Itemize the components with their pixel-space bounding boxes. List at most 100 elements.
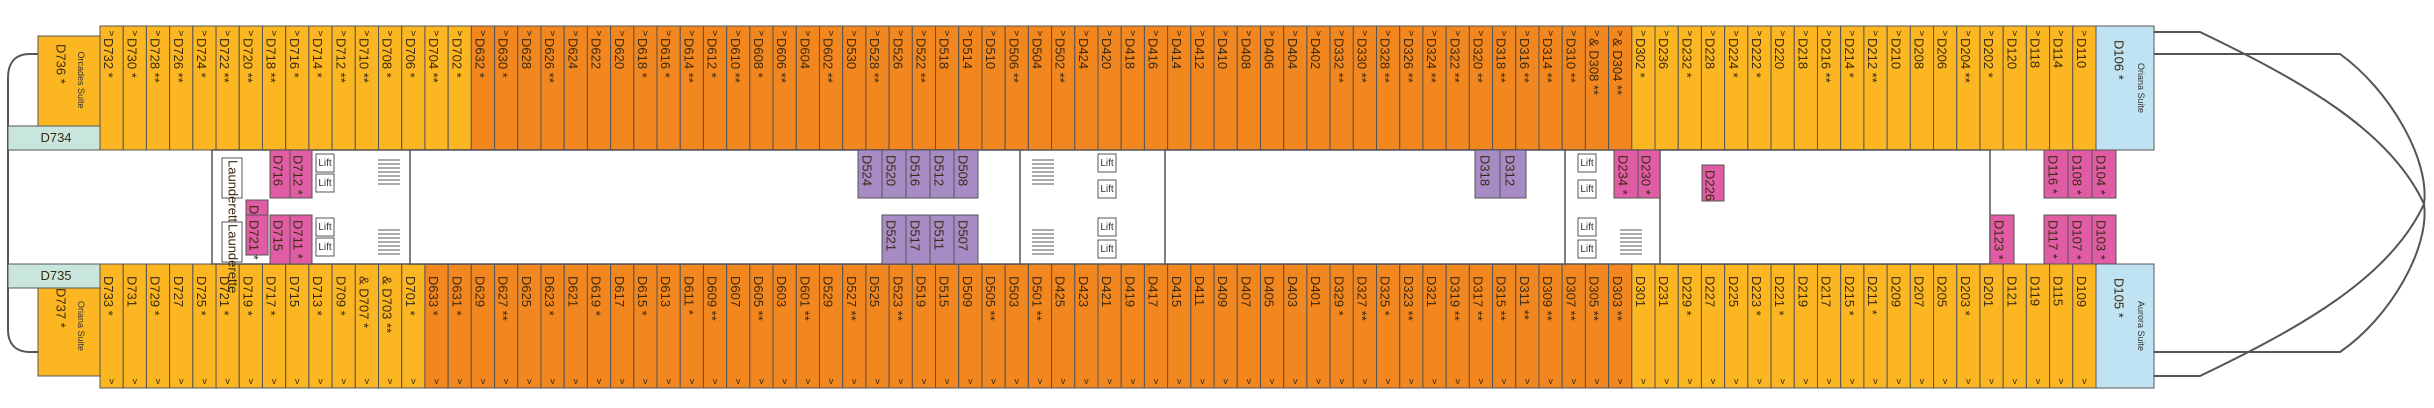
cabin-label: D733 * — [101, 276, 116, 316]
cabin-label: D207 — [1911, 276, 1926, 307]
view-mark: v — [1316, 376, 1321, 386]
view-mark: v — [1548, 28, 1553, 38]
cabin-D108[interactable] — [2067, 149, 2093, 199]
cabin-D734[interactable] — [7, 125, 101, 151]
view-mark: v — [1873, 376, 1878, 386]
view-mark: v — [736, 28, 741, 38]
cabin-label: D615 * — [635, 276, 650, 316]
view-mark: v — [1107, 376, 1112, 386]
view-mark: v — [1966, 28, 1971, 38]
cabin-label: D702 * — [449, 38, 464, 78]
suite-name: Oriana Suite — [76, 301, 86, 351]
cabin-D507[interactable] — [953, 214, 979, 265]
view-mark: v — [1688, 28, 1693, 38]
cabin-label: D518 — [937, 38, 952, 69]
cabin-D524[interactable] — [857, 149, 883, 199]
cabin-D721[interactable] — [245, 214, 269, 256]
cabin-D230[interactable] — [1637, 149, 1661, 199]
cabin-D318[interactable] — [1474, 149, 1502, 199]
cabin-D508[interactable] — [953, 149, 979, 199]
cabin-D521[interactable] — [881, 214, 907, 265]
view-mark: v — [1989, 376, 1994, 386]
cabin-label: D407 — [1238, 276, 1253, 307]
view-mark: v — [1804, 28, 1809, 38]
cabin-D312[interactable] — [1499, 149, 1527, 199]
cabin-D226[interactable] — [1701, 164, 1725, 202]
cabin-label: D224 * — [1726, 38, 1741, 78]
cabin-D711[interactable] — [289, 214, 313, 265]
cabin-D104[interactable] — [2091, 149, 2117, 199]
view-mark: v — [1200, 28, 1205, 38]
suite-D737[interactable] — [37, 279, 101, 377]
cabin-label: D722 ** — [217, 38, 232, 83]
cabin-D512[interactable] — [929, 149, 955, 199]
cabin-D103[interactable] — [2091, 214, 2117, 265]
cabin-label: D230 * — [1639, 155, 1654, 195]
cabin-label: D526 — [890, 38, 905, 69]
view-mark: v — [759, 28, 764, 38]
suite-name: Orcades Suite — [76, 51, 86, 108]
cabin-label: D729 * — [148, 276, 163, 316]
view-mark: v — [109, 28, 114, 38]
cabin-label: D516 — [908, 155, 923, 186]
view-mark: v — [1107, 28, 1112, 38]
cabin-D712[interactable] — [289, 149, 313, 199]
view-mark: v — [411, 28, 416, 38]
view-mark: v — [1270, 376, 1275, 386]
lift — [1097, 239, 1117, 259]
cabin-label: D229 * — [1679, 276, 1694, 316]
cabin-label: D734 — [40, 130, 71, 145]
cabin-D116[interactable] — [2043, 149, 2069, 199]
view-mark: v — [318, 28, 323, 38]
cabin-D511[interactable] — [929, 214, 955, 265]
cabin-label: D735 — [40, 268, 71, 283]
cabin-label: D416 — [1146, 38, 1161, 69]
cabin-D735[interactable] — [7, 263, 101, 289]
cabin-D107[interactable] — [2067, 214, 2093, 265]
launderette-label: Launderette — [226, 160, 241, 229]
view-mark: v — [991, 376, 996, 386]
view-mark: v — [225, 28, 230, 38]
view-mark: v — [504, 376, 509, 386]
view-mark: v — [829, 28, 834, 38]
cabin-label: D628 — [519, 38, 534, 69]
view-mark: v — [574, 28, 579, 38]
suite-D105[interactable] — [2095, 263, 2155, 389]
view-mark: v — [1363, 376, 1368, 386]
cabin-D117[interactable] — [2043, 214, 2069, 265]
view-mark: v — [365, 376, 370, 386]
cabin-label: D519 — [913, 276, 928, 307]
cabin-D516[interactable] — [905, 149, 931, 199]
cabin-label: D214 * — [1842, 38, 1857, 78]
cabin-label: D322 ** — [1447, 38, 1462, 83]
view-mark: v — [1177, 28, 1182, 38]
lift-label: Lift — [318, 222, 332, 233]
lift — [1097, 153, 1117, 173]
cabin-label: D412 — [1192, 38, 1207, 69]
cabin-label: D610 ** — [728, 38, 743, 83]
cabin-label: D303 ** — [1610, 276, 1625, 321]
cabin-D234[interactable] — [1613, 149, 1639, 199]
cabin-label: D527 ** — [844, 276, 859, 321]
cabin-label: D205 — [1935, 276, 1950, 307]
cabin-D123[interactable] — [1989, 214, 2015, 265]
view-mark: v — [759, 376, 764, 386]
view-mark: v — [1664, 28, 1669, 38]
view-mark: v — [249, 28, 254, 38]
suite-D736[interactable] — [37, 35, 101, 127]
cabin-label: D326 ** — [1401, 38, 1416, 83]
cabin-label: D602 ** — [821, 38, 836, 83]
lift — [1577, 239, 1597, 259]
view-mark: v — [690, 28, 695, 38]
view-mark: v — [1386, 28, 1391, 38]
view-mark: v — [1780, 376, 1785, 386]
cabin-label: D409 — [1215, 276, 1230, 307]
view-mark: v — [1247, 28, 1252, 38]
cabin-label: D632 * — [473, 38, 488, 78]
view-mark: v — [1455, 376, 1460, 386]
cabin-label: D202 * — [1981, 38, 1996, 78]
suite-D106[interactable] — [2095, 25, 2155, 151]
stairs — [378, 159, 400, 185]
view-mark: v — [1711, 28, 1716, 38]
